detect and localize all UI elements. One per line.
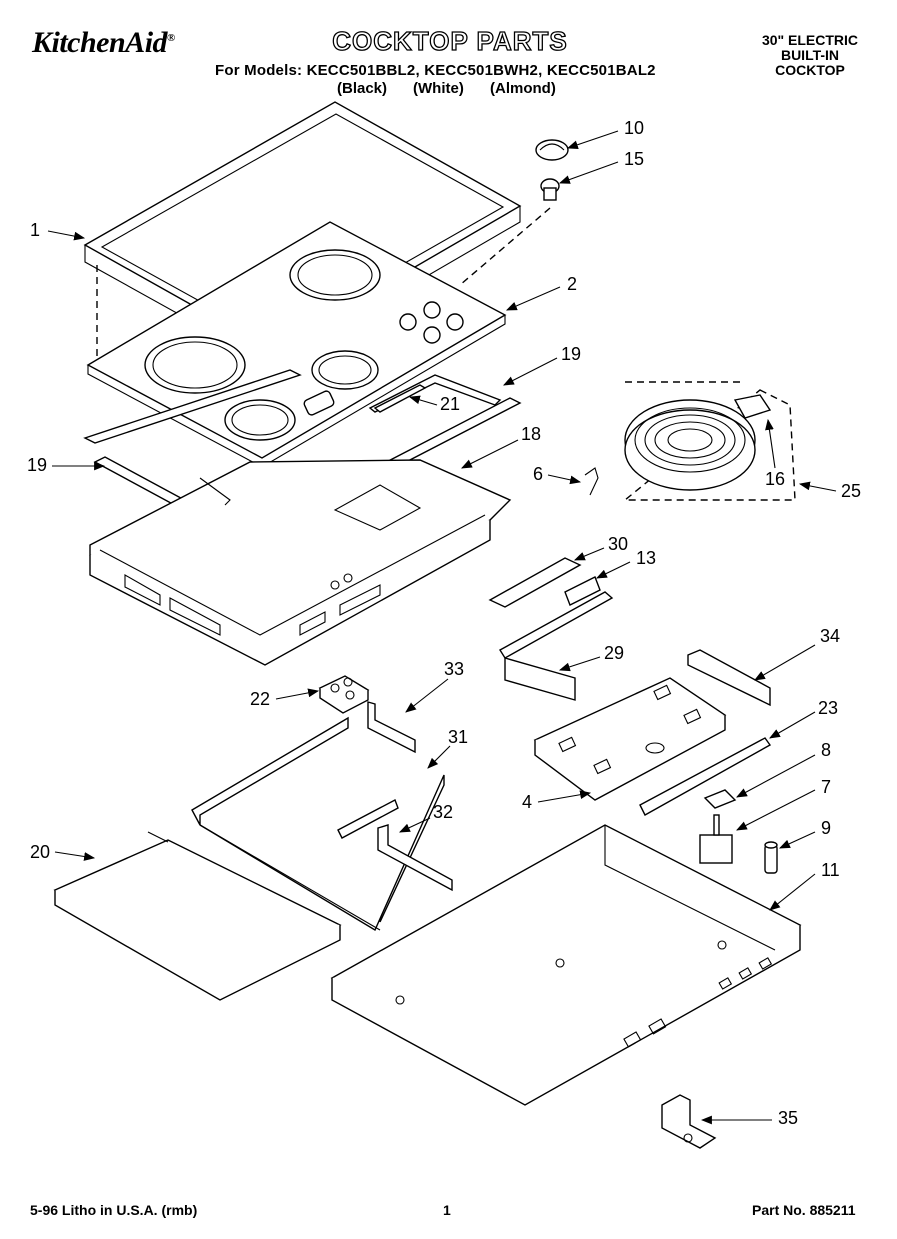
part-support-frame [89,459,512,666]
callout-21: 21 [408,394,460,414]
part-knob-insert [540,178,560,201]
svg-text:11: 11 [821,860,840,880]
part-clip [584,467,599,496]
svg-text:6: 6 [533,464,543,484]
svg-text:15: 15 [624,149,644,169]
part-bracket-33 [367,701,416,754]
callout-19-right: 19 [503,344,581,386]
svg-text:16: 16 [765,469,785,489]
svg-text:8: 8 [821,740,831,760]
color-white: (White) [413,80,464,97]
part-burner-box-11 [330,824,802,1106]
callout-18: 18 [461,424,541,469]
print-info: 5-96 Litho in U.S.A. (rmb) [30,1202,198,1218]
part-gasket-strip [373,384,427,413]
part-bracket-34 [687,649,771,707]
part-plate-8 [703,789,737,809]
svg-text:4: 4 [522,792,532,812]
part-surface-element [623,381,796,501]
callout-16: 16 [765,418,785,489]
svg-text:25: 25 [841,481,861,501]
callout-6: 6 [533,464,582,485]
callout-8: 8 [736,740,831,798]
color-black: (Black) [337,80,388,97]
svg-text:9: 9 [821,818,831,838]
callout-35: 35 [700,1108,798,1128]
part-glass-cooktop [86,221,507,468]
callout-25: 25 [798,481,861,501]
product-line-3: COCKTOP [775,62,845,78]
brand-registered-mark: ® [167,32,175,44]
product-description: 30" ELECTRIC BUILT-IN COCKTOP [740,33,880,78]
callout-29: 29 [558,643,624,672]
callout-11: 11 [769,860,840,911]
svg-text:23: 23 [818,698,838,718]
brand-name: KitchenAid [32,26,168,59]
svg-text:34: 34 [820,626,840,646]
svg-text:19: 19 [27,455,47,475]
callout-10: 10 [566,118,644,149]
svg-text:29: 29 [604,643,624,663]
part-bracket-35 [661,1094,717,1149]
svg-text:13: 13 [636,548,656,568]
product-line-2: BUILT-IN [780,47,840,63]
callout-30: 30 [573,534,628,561]
svg-text:19: 19 [561,344,581,364]
part-insulator-13 [564,576,601,606]
callout-15: 15 [558,149,644,184]
part-number: Part No. 885211 [752,1202,856,1218]
model-list: For Models: KECC501BBL2, KECC501BWH2, KE… [215,62,656,79]
part-switch-7 [699,814,733,864]
brand-logo: KitchenAid® [32,26,175,60]
part-terminal-block-22 [318,675,370,714]
svg-text:18: 18 [521,424,541,444]
svg-text:31: 31 [448,727,468,747]
svg-text:30: 30 [608,534,628,554]
assembly-guide-line [459,207,551,286]
callout-2: 2 [505,274,577,311]
part-rail-23 [639,737,772,816]
part-tray-20 [53,831,342,1001]
part-bracket-29 [499,591,614,701]
svg-text:21: 21 [440,394,460,414]
callout-9: 9 [778,818,831,849]
callout-4: 4 [522,790,592,812]
callout-23: 23 [769,698,838,739]
part-bracket-30 [488,557,582,608]
color-almond: (Almond) [490,80,556,97]
callout-32: 32 [399,802,453,833]
product-line-1: 30" ELECTRIC [761,32,859,48]
callout-1: 1 [30,220,86,241]
callout-33: 33 [405,659,464,713]
callout-34: 34 [754,626,840,681]
callout-19-left: 19 [27,455,106,475]
svg-text:33: 33 [444,659,464,679]
page-title: COCKTOP PARTS [332,25,568,56]
part-bracket-32 [377,824,453,892]
svg-text:35: 35 [778,1108,798,1128]
svg-text:7: 7 [821,777,831,797]
svg-text:22: 22 [250,689,270,709]
svg-text:10: 10 [624,118,644,138]
svg-text:1: 1 [30,220,40,240]
svg-text:32: 32 [433,802,453,822]
page-number: 1 [443,1202,451,1218]
callout-31: 31 [427,727,468,769]
svg-text:2: 2 [567,274,577,294]
part-fuse-9 [764,841,778,874]
part-control-panel [533,677,727,801]
part-gasket-left [83,369,302,444]
callout-13: 13 [596,548,656,579]
callout-22: 22 [250,688,320,709]
part-shield-31 [191,716,445,932]
callout-7: 7 [736,777,831,831]
part-bracket-32b [337,799,399,839]
part-gasket-rear [368,374,502,413]
part-knob [535,139,569,161]
svg-text:20: 20 [30,842,50,862]
callout-20: 20 [30,842,96,862]
